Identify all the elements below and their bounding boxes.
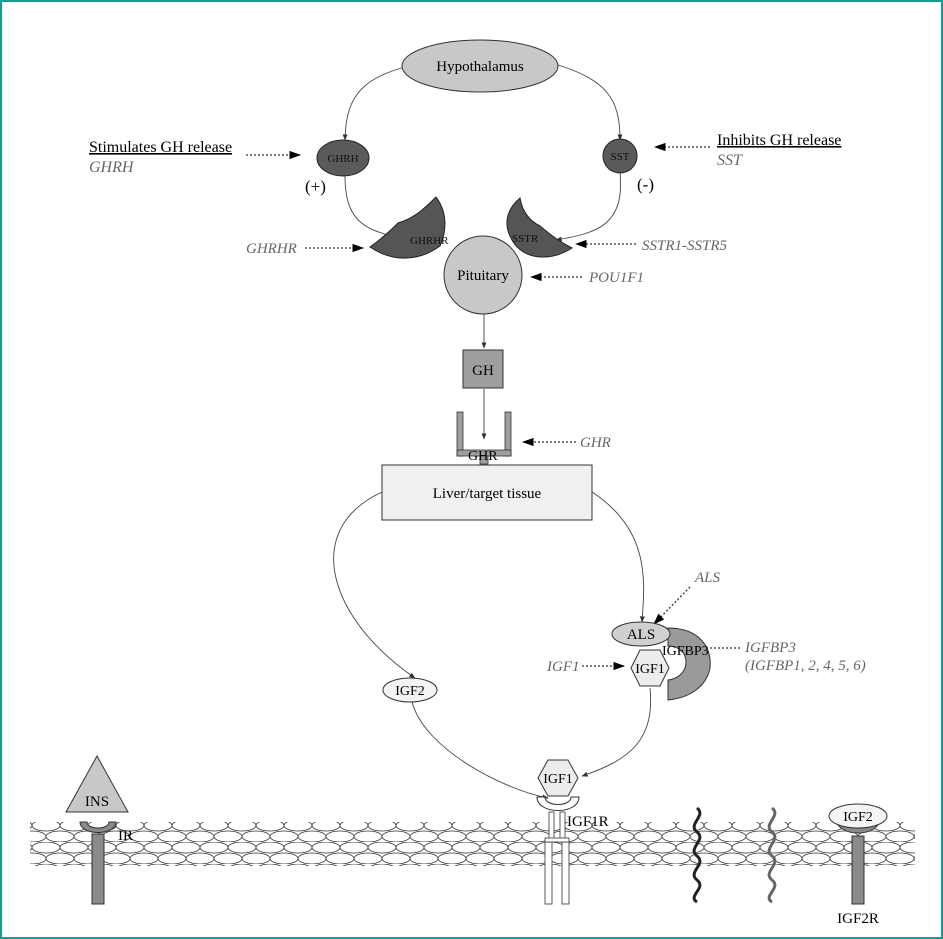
ir-receptor-stem bbox=[91, 833, 105, 905]
sst-node-label: SST bbox=[611, 151, 630, 163]
transmembrane-helix-dark bbox=[692, 806, 702, 904]
inhibits-title: Inhibits GH release bbox=[717, 132, 841, 149]
ins-node bbox=[65, 754, 129, 813]
ghr-gene: GHR bbox=[580, 435, 611, 451]
inhibits-gene: SST bbox=[717, 152, 743, 169]
als-node bbox=[611, 621, 671, 647]
igf1-gene: IGF1 bbox=[546, 659, 580, 675]
igfbp3-gene: IGFBP3 bbox=[744, 640, 796, 656]
stimulates-gene: GHRH bbox=[89, 159, 135, 176]
igf2r-receptor-stem bbox=[851, 835, 865, 905]
igf2-node bbox=[382, 677, 438, 703]
igfbp3-node bbox=[667, 627, 711, 701]
pituitary-label: Pituitary bbox=[457, 268, 509, 284]
igf1r-receptor-cup bbox=[536, 796, 580, 811]
igf2-bound-label: IGF2 bbox=[843, 810, 873, 825]
igf2r-label: IGF2R bbox=[837, 911, 879, 927]
igf1-label: IGF1 bbox=[635, 662, 665, 677]
igfbp3-label: IGFBP3 bbox=[662, 644, 709, 659]
ghrhr-receptor bbox=[369, 196, 446, 259]
ir-label: IR bbox=[118, 828, 133, 844]
als-pointer bbox=[653, 586, 691, 625]
sstr-receptor-label: SSTR bbox=[512, 233, 539, 245]
hypothalamus-node bbox=[401, 39, 559, 93]
sst-node bbox=[602, 138, 638, 174]
gh-node bbox=[462, 349, 504, 389]
hypothalamus-label: Hypothalamus bbox=[436, 59, 524, 75]
pou1f1-gene: POU1F1 bbox=[588, 270, 644, 286]
igf2-bound-node bbox=[828, 803, 888, 829]
igf1-complex-to-igf1r-arrow bbox=[581, 687, 652, 777]
sst-to-sstr-arrow bbox=[555, 171, 622, 242]
igf2-label: IGF2 bbox=[395, 684, 425, 699]
liver-label: Liver/target tissue bbox=[433, 486, 542, 502]
sstr-receptor bbox=[506, 197, 574, 258]
liver-to-igf2-arrow bbox=[333, 491, 416, 679]
ghrh-node bbox=[316, 139, 370, 177]
inhibits-sign: (-) bbox=[637, 175, 654, 194]
als-gene: ALS bbox=[694, 570, 721, 586]
hypothalamus-to-sst-arrow bbox=[554, 63, 623, 141]
ir-receptor-cup bbox=[79, 821, 117, 833]
igfbp-others-gene: (IGFBP1, 2, 4, 5, 6) bbox=[745, 658, 866, 674]
igf1-bound-label: IGF1 bbox=[543, 772, 573, 787]
liver-target-tissue-box bbox=[381, 464, 593, 521]
ghrh-node-label: GHRH bbox=[327, 153, 358, 165]
als-label: ALS bbox=[627, 627, 655, 643]
cell-membrane bbox=[30, 822, 915, 866]
ghrhr-receptor-label: GHRHR bbox=[410, 235, 449, 247]
transmembrane-helix-light bbox=[767, 806, 777, 904]
stimulates-title: Stimulates GH release bbox=[89, 139, 232, 156]
liver-to-als-arrow bbox=[591, 491, 645, 623]
ghrhr-gene: GHRHR bbox=[246, 241, 297, 257]
igf1-bound-node bbox=[537, 759, 579, 797]
sstr-gene: SSTR1-SSTR5 bbox=[642, 238, 728, 254]
igf1r-receptor-stems bbox=[544, 811, 570, 905]
stimulates-sign: (+) bbox=[305, 177, 326, 196]
gh-label: GH bbox=[472, 363, 494, 379]
ghr-receptor bbox=[456, 411, 512, 465]
igf1r-label: IGF1R bbox=[567, 814, 609, 830]
ins-label: INS bbox=[85, 794, 109, 810]
igf2-to-igf1r-arrow bbox=[411, 701, 549, 800]
hypothalamus-to-ghrh-arrow bbox=[342, 66, 406, 141]
igf1-node bbox=[630, 649, 670, 687]
pituitary-node bbox=[443, 235, 523, 315]
ghr-label: GHR bbox=[468, 449, 498, 464]
